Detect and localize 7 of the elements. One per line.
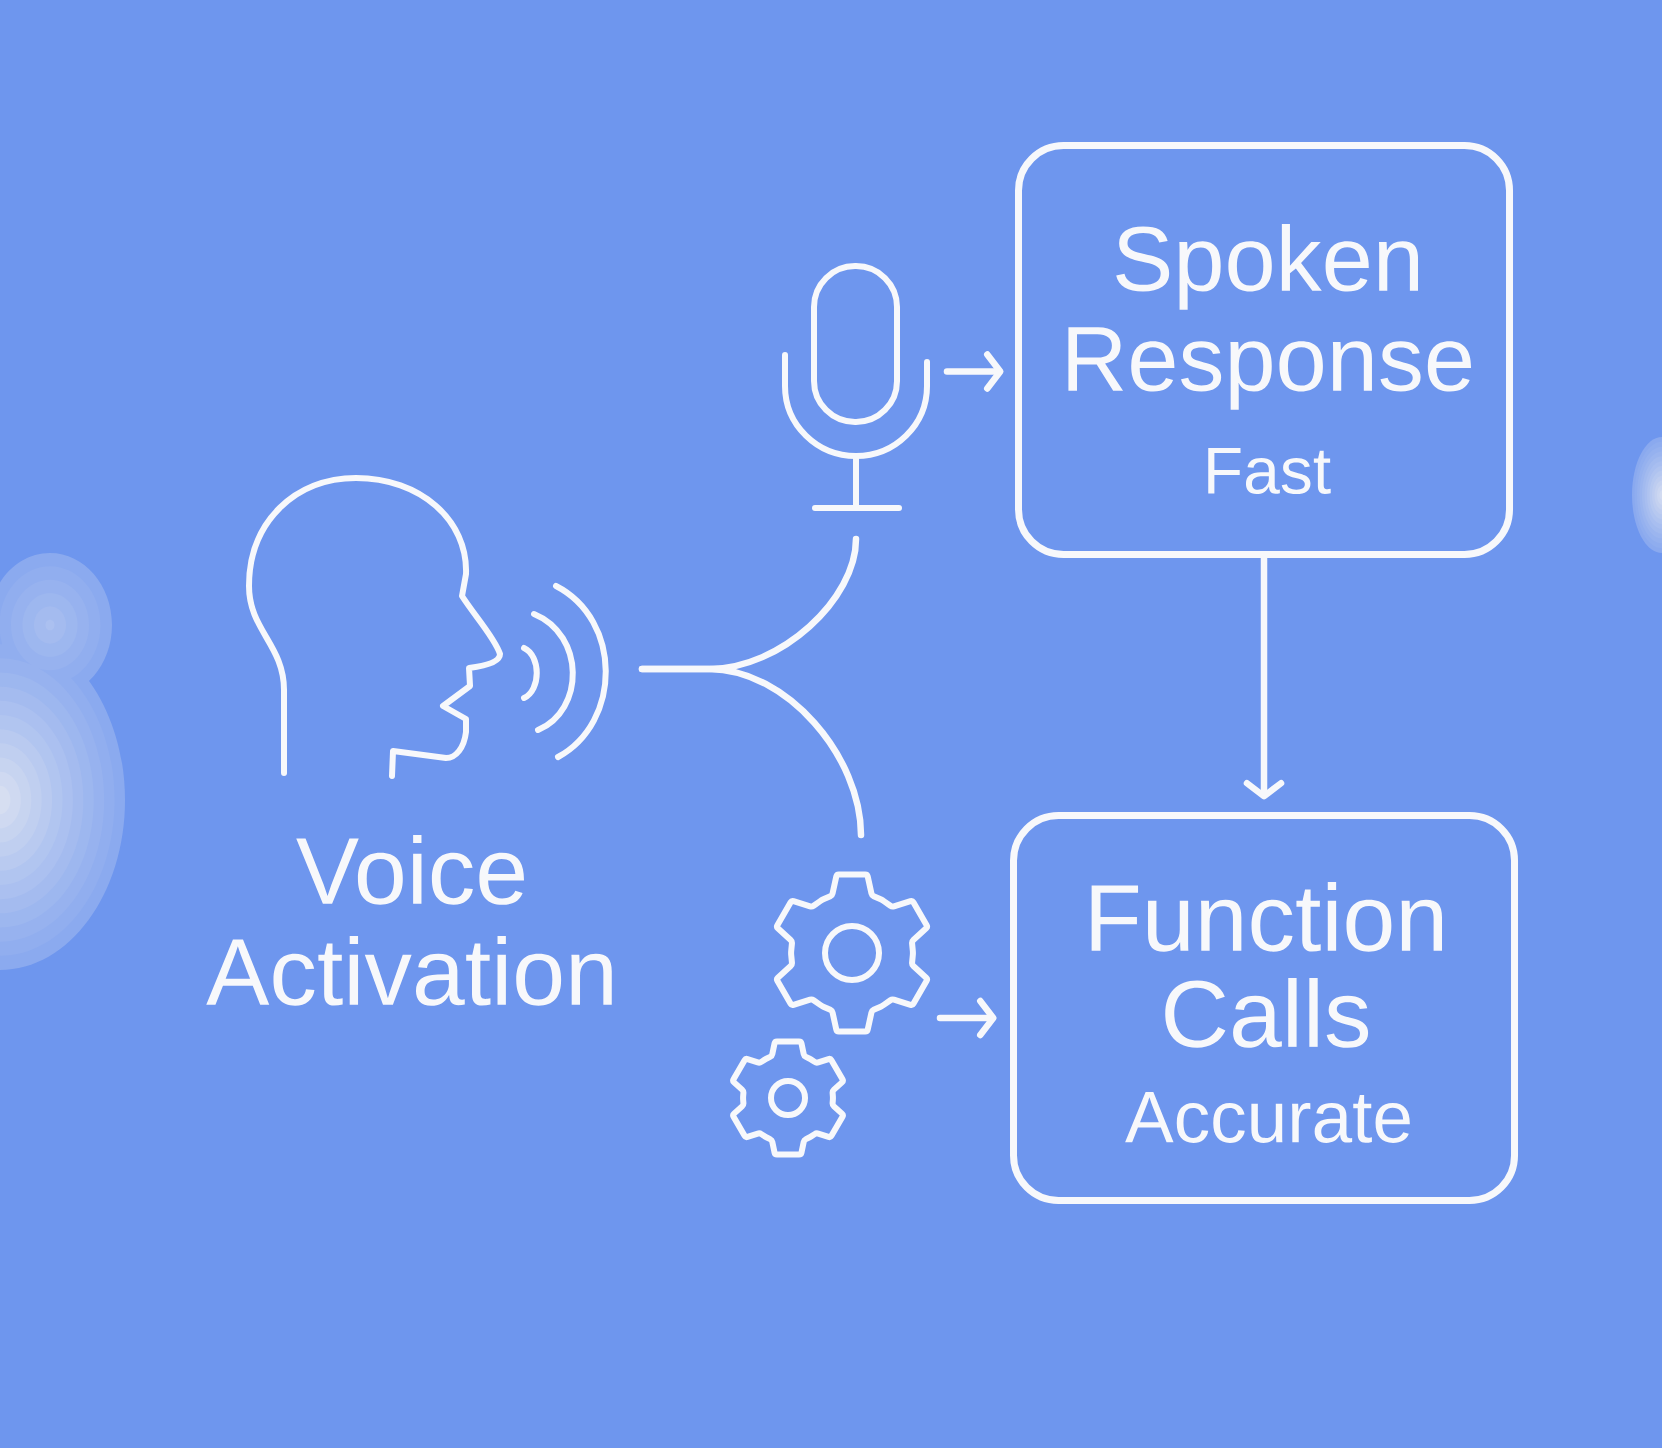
microphone-icon	[782, 263, 930, 511]
process-box: Function Calls Accurate	[1010, 812, 1518, 1204]
arrow	[1243, 555, 1285, 800]
connector-line	[638, 665, 865, 839]
process-box: Spoken Response Fast	[1015, 142, 1513, 558]
node-label: Voice Activation	[206, 835, 612, 1006]
gears-icon	[730, 871, 930, 1158]
